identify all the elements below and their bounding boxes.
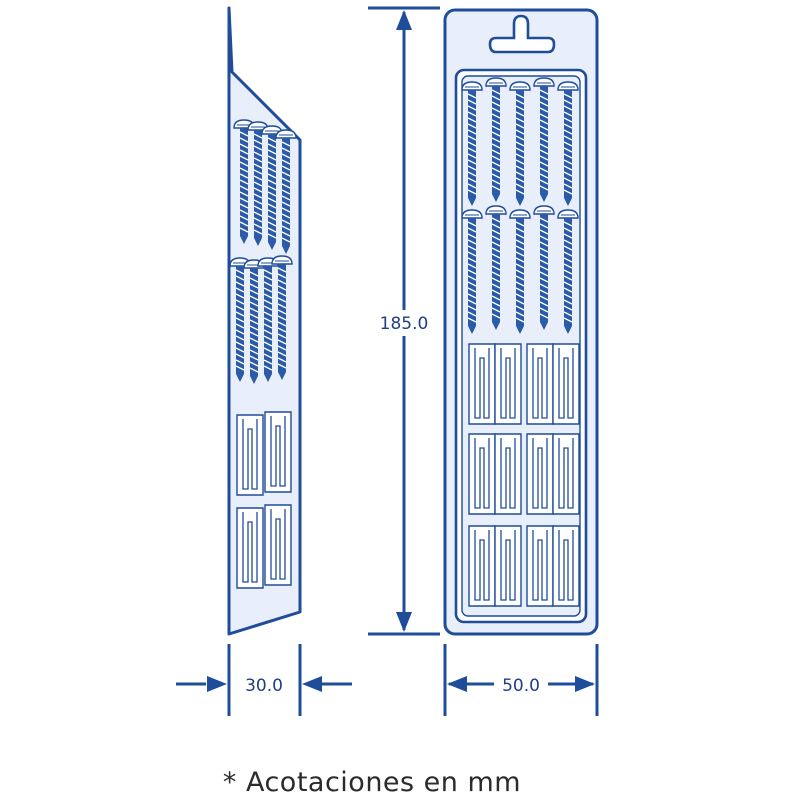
side-width-dimension (176, 644, 352, 716)
hang-hole (488, 14, 556, 54)
side-width-label: 30.0 (245, 676, 283, 696)
footnote: * Acotaciones en mm (223, 767, 521, 798)
front-view (443, 8, 599, 636)
height-dimension (368, 6, 440, 636)
side-view (227, 6, 302, 636)
front-width-dimension (443, 644, 599, 716)
front-width-label: 50.0 (502, 676, 540, 696)
height-label: 185.0 (380, 314, 429, 334)
